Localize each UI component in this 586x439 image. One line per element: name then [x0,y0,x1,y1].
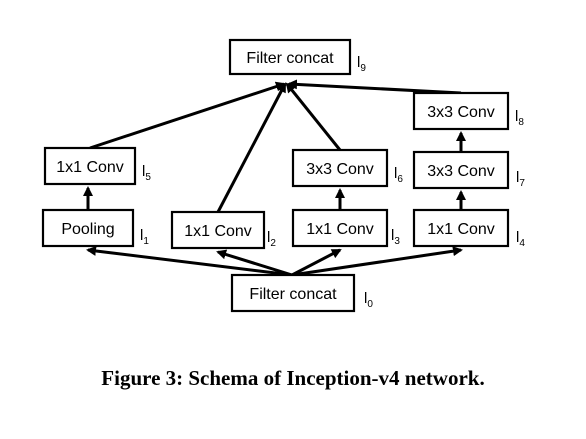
layer-label-subscript: 4 [519,238,525,249]
figure-caption: Figure 3: Schema of Inception-v4 network… [101,366,485,390]
node-l1: Pooling l1 [41,208,149,248]
layer-label: l7 [516,169,525,189]
node-l0: Filter concat l0 [230,273,373,313]
node-box [291,208,389,248]
node-box [412,208,510,248]
layer-label-letter: l [357,54,360,71]
node-l2: 1x1 Conv l2 [170,210,276,250]
node-text: 3x3 Conv [306,161,374,178]
layer-label: l6 [394,165,403,185]
node-text: 1x1 Conv [306,221,374,238]
layer-label-subscript: 1 [143,236,149,247]
layer-label-letter: l [515,108,518,125]
layer-label-letter: l [142,163,145,180]
node-box [43,146,137,186]
layer-label: l5 [142,163,151,183]
node-box [412,150,510,190]
layer-label-subscript: 8 [518,117,524,128]
layer-label-subscript: 5 [145,172,151,183]
node-box [230,273,356,313]
node-box [291,148,389,188]
node-text: 3x3 Conv [427,104,495,121]
node-l5: 1x1 Conv l5 [43,146,151,186]
edge-l2-l9 [216,82,287,213]
layer-label-subscript: 9 [360,63,366,74]
layer-label-subscript: 0 [367,299,373,310]
layer-label-letter: l [364,290,367,307]
layer-label-subscript: 6 [397,174,403,185]
node-box [412,91,510,131]
layer-label: l8 [515,108,524,128]
layer-label-subscript: 7 [519,178,525,189]
node-text: Filter concat [246,50,334,67]
edge-l0-l4 [291,246,463,277]
layer-label-subscript: 3 [394,236,400,247]
edge-l0-l2 [216,249,293,277]
layer-label: l9 [357,54,366,74]
node-l3: 1x1 Conv l3 [291,208,400,248]
node-text: Filter concat [249,286,337,303]
layer-label-letter: l [267,229,270,246]
node-box [41,208,135,248]
node-l8: 3x3 Conv l8 [412,91,524,131]
edge-l0-l1 [86,246,293,277]
layer-label: l4 [516,229,525,249]
edge-l8-l9 [287,79,462,95]
edge-l5-l9 [89,81,286,150]
node-box [170,210,266,250]
layer-label-subscript: 2 [270,238,276,249]
node-box [228,38,352,76]
layer-label: l3 [391,227,400,247]
edges-layer [83,79,466,277]
node-text: 3x3 Conv [427,163,495,180]
layer-label-letter: l [394,165,397,182]
layer-label-letter: l [516,169,519,186]
node-text: Pooling [61,221,114,238]
edge-l0-l3 [291,248,342,277]
layer-label: l2 [267,229,276,249]
layer-label-letter: l [140,227,143,244]
node-l6: 3x3 Conv l6 [291,148,403,188]
node-l9: Filter concat l9 [228,38,366,76]
layer-label-letter: l [391,227,394,244]
layer-label: l0 [364,290,373,310]
layer-label-letter: l [516,229,519,246]
node-text: 1x1 Conv [427,221,495,238]
node-text: 1x1 Conv [56,159,124,176]
edge-l6-l9 [285,82,342,151]
layer-label: l1 [140,227,149,247]
node-l7: 3x3 Conv l7 [412,150,525,190]
node-text: 1x1 Conv [184,223,252,240]
node-l4: 1x1 Conv l4 [412,208,525,249]
